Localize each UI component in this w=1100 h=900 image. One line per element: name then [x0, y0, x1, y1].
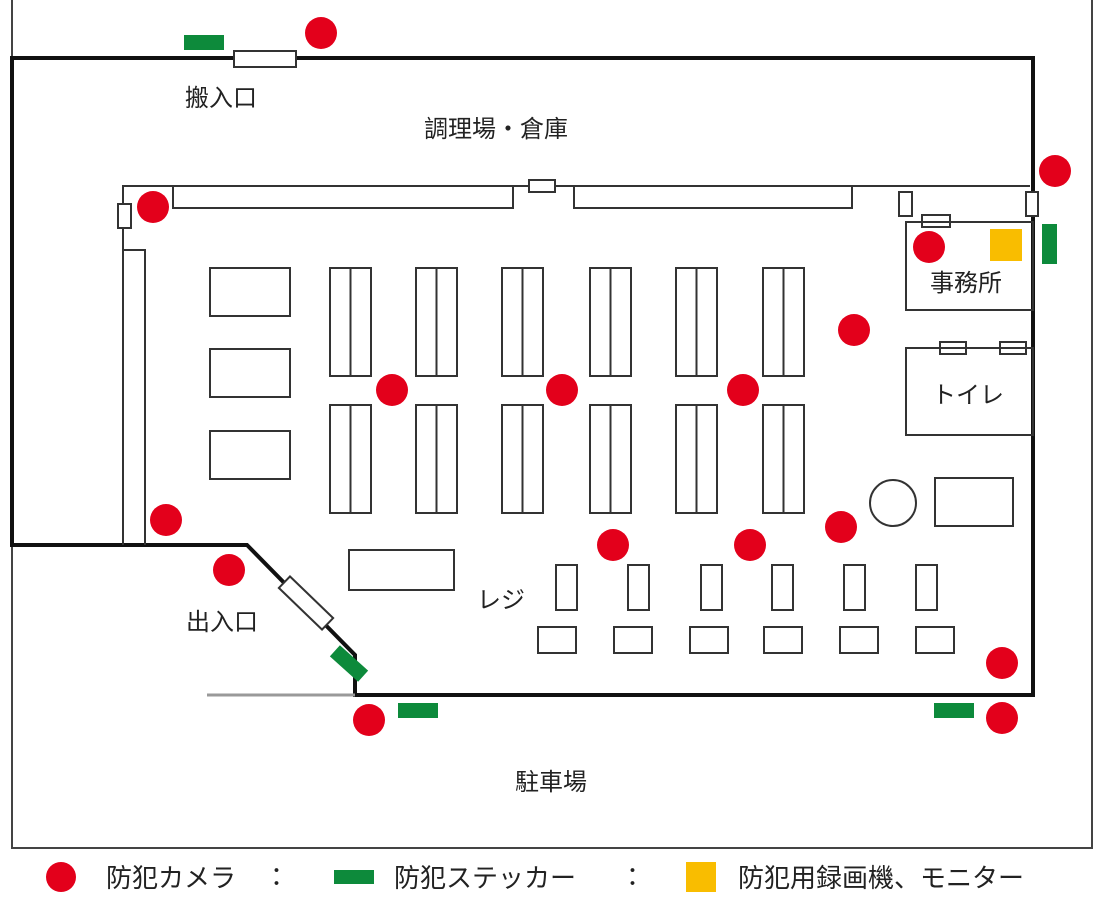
- security-camera-icon: [305, 17, 337, 49]
- floor-plan: 搬入口 調理場・倉庫 事務所 トイレ レジ 出入口 駐車場: [10, 0, 1093, 849]
- shelf-gondola: [329, 267, 372, 377]
- security-camera-icon: [838, 314, 870, 346]
- kitchen-counters: [172, 185, 853, 209]
- label-loading-entrance: 搬入口: [185, 84, 257, 112]
- legend-recorder-label: 防犯用録画機、モニター: [738, 864, 1025, 894]
- checkout-counter: [537, 626, 577, 654]
- recorder-swatch-icon: [686, 861, 716, 892]
- security-camera-icon: [986, 702, 1018, 734]
- register-stand: [771, 564, 794, 611]
- security-camera-icon: [597, 529, 629, 561]
- register-stand: [700, 564, 723, 611]
- legend-sticker: 防犯ステッカー: [334, 858, 576, 895]
- shelf-gondola: [415, 404, 458, 514]
- register-stand: [555, 564, 578, 611]
- shelf-gondola: [501, 267, 544, 377]
- shelf-gondola: [329, 404, 372, 514]
- legend-separator: ：: [270, 862, 297, 892]
- security-camera-icon: [376, 374, 408, 406]
- security-camera-icon: [213, 554, 245, 586]
- shelf-gondola: [675, 404, 718, 514]
- shelf-gondola: [415, 267, 458, 377]
- legend-camera-label: 防犯カメラ: [106, 864, 237, 894]
- shelf-gondola: [589, 404, 632, 514]
- security-sticker-icon: [398, 703, 438, 718]
- security-sticker-icon: [329, 645, 369, 682]
- shelf-gondola: [501, 404, 544, 514]
- register-stand: [627, 564, 650, 611]
- recorder-monitor-icon: [990, 229, 1022, 261]
- label-register: レジ: [477, 586, 525, 614]
- checkout-counter: [839, 626, 879, 654]
- recorder-markers: [990, 229, 1022, 261]
- legend-camera: 防犯カメラ: [46, 858, 236, 895]
- register-stand: [915, 564, 938, 611]
- sticker-markers: [184, 35, 1057, 718]
- security-camera-icon: [727, 374, 759, 406]
- label-office: 事務所: [930, 269, 1002, 297]
- round-table: [869, 479, 917, 527]
- security-sticker-icon: [934, 703, 974, 718]
- label-kitchen-storage: 調理場・倉庫: [424, 115, 568, 143]
- security-camera-icon: [734, 529, 766, 561]
- display-tables: [209, 267, 1014, 591]
- security-camera-icon: [137, 191, 169, 223]
- security-camera-icon: [825, 511, 857, 543]
- camera-markers: [137, 17, 1071, 736]
- checkout-counter: [613, 626, 653, 654]
- label-parking: 駐車場: [515, 768, 587, 796]
- legend-separator: ：: [626, 862, 653, 892]
- register-stand: [843, 564, 866, 611]
- security-camera-icon: [1039, 155, 1071, 187]
- loading-door: [233, 50, 297, 68]
- register-counters: [537, 564, 955, 654]
- sticker-swatch-icon: [334, 869, 374, 884]
- legend-sticker-label: 防犯ステッカー: [394, 864, 577, 894]
- security-camera-icon: [353, 704, 385, 736]
- checkout-counter: [763, 626, 803, 654]
- checkout-counter: [915, 626, 955, 654]
- label-toilet: トイレ: [932, 381, 1004, 409]
- toilet-room: [905, 347, 1034, 436]
- shelf-gondola: [762, 267, 805, 377]
- security-sticker-icon: [1042, 224, 1057, 264]
- security-camera-icon: [150, 504, 182, 536]
- legend: 防犯カメラ ： 防犯ステッカー ： 防犯用録画機、モニター: [0, 852, 1100, 900]
- interior-doors: [117, 179, 1039, 355]
- legend-recorder: 防犯用録画機、モニター: [686, 858, 1024, 895]
- office-room: [905, 221, 1034, 311]
- entrance-door[interactable]: [277, 574, 335, 632]
- security-camera-icon: [986, 647, 1018, 679]
- label-entrance: 出入口: [186, 608, 258, 636]
- security-camera-icon: [913, 231, 945, 263]
- shelf-gondolas: [329, 267, 805, 514]
- checkout-counter: [689, 626, 729, 654]
- security-camera-icon: [546, 374, 578, 406]
- shelf-gondola: [675, 267, 718, 377]
- camera-swatch-icon: [46, 861, 76, 892]
- security-sticker-icon: [184, 35, 224, 50]
- shelf-gondola: [589, 267, 632, 377]
- shelf-gondola: [762, 404, 805, 514]
